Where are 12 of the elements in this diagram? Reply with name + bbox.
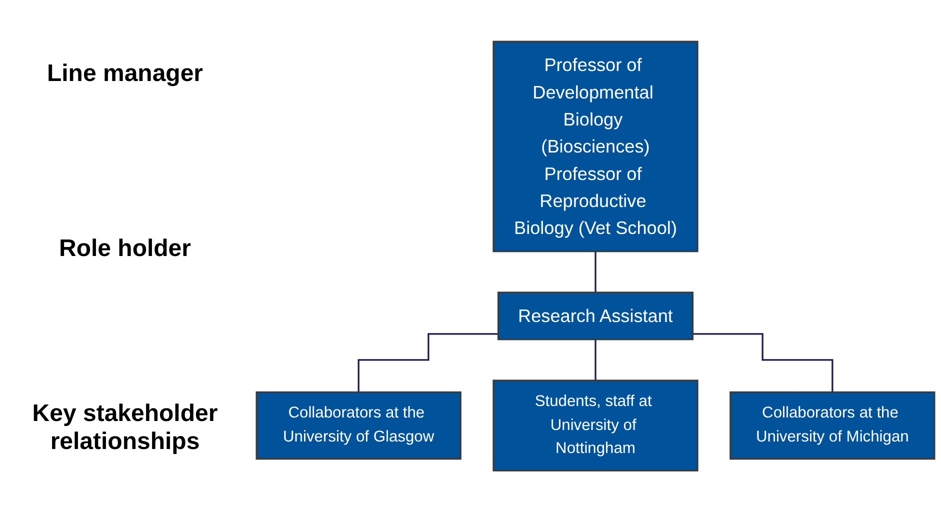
connector [358,334,498,394]
node-box: Students, staff at University of Nottingham [492,380,698,472]
node-box: Collaborators at the University of Michigan [730,392,936,460]
connector [594,338,596,382]
node-box: Professor of Developmental Biology (Biosciences) Professor of Reproductive Biology (Vet School) [492,41,698,253]
connector [692,334,834,394]
row-label: Key stakeholder relationships [31,400,219,456]
node-box: Collaborators at the University of Glasgow [256,392,462,460]
connector [594,250,596,294]
row-label: Line manager [46,60,204,88]
node-box: Research Assistant [497,292,694,341]
row-label: Role holder [58,235,192,263]
